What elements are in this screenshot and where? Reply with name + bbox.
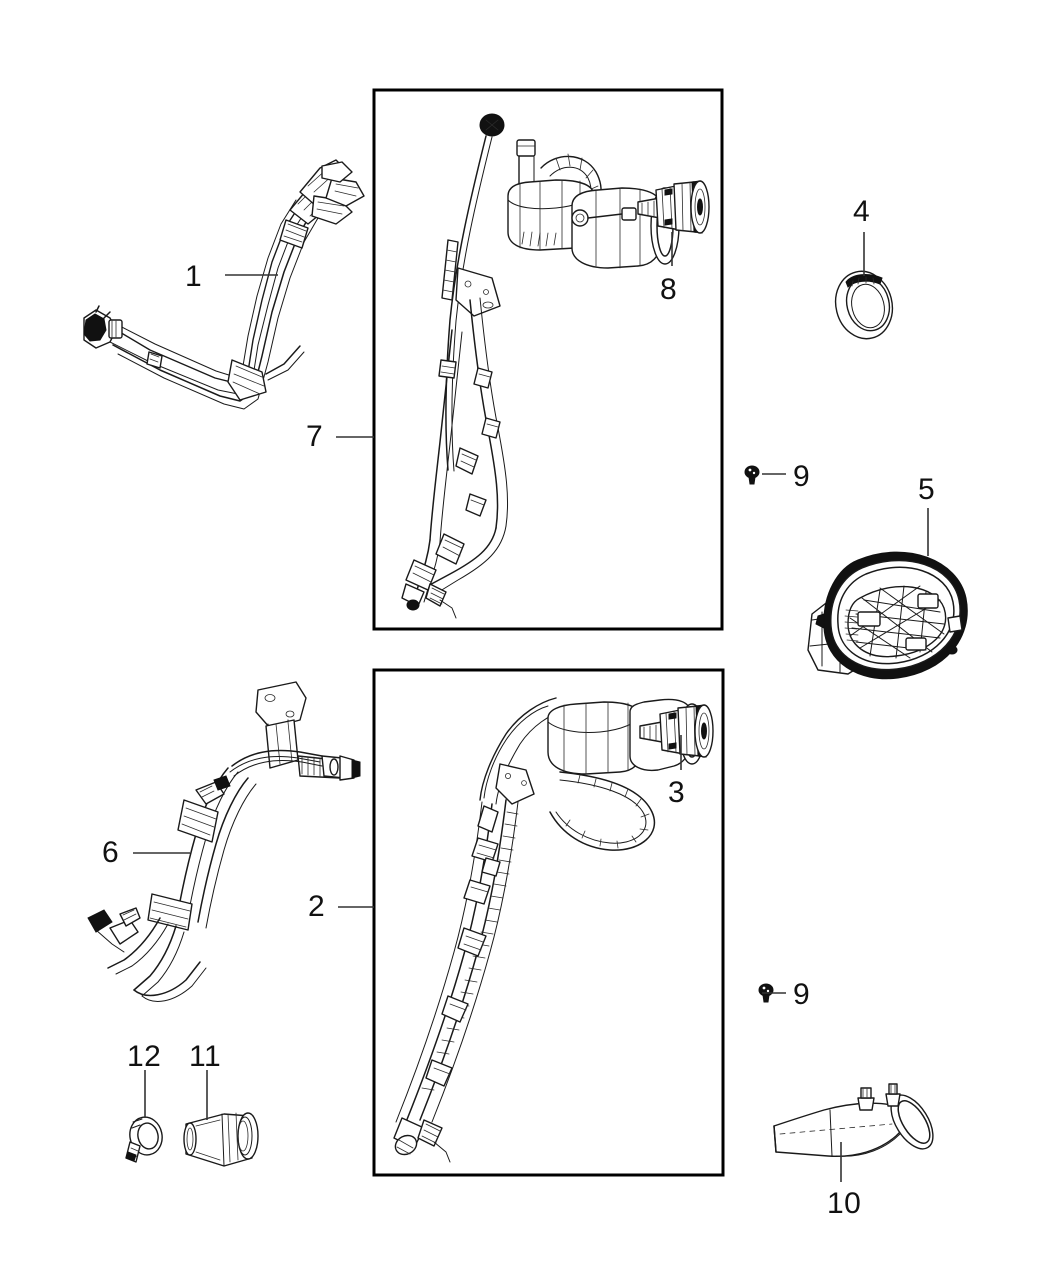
callout-leader-lines: [133, 232, 929, 1182]
part-screw-upper: [744, 465, 760, 485]
callout-number-9-upper: 9: [793, 460, 811, 493]
callout-number-3: 3: [668, 776, 686, 809]
upper-assembly-box: [372, 88, 724, 631]
mounting-bracket-lower: [495, 763, 535, 805]
callout-number-4: 4: [853, 195, 871, 228]
callout-number-12: 12: [127, 1040, 162, 1073]
callout-number-7: 7: [306, 420, 324, 453]
part-fuel-filter-regulator-upper: [637, 180, 710, 234]
part-fuel-vapor-line-lower: [87, 681, 361, 1002]
hose-clip: [455, 447, 479, 475]
callout-number-9-lower: 9: [793, 978, 811, 1011]
callout-number-5: 5: [918, 473, 936, 506]
part-fuel-filter-regulator-lower: [639, 704, 714, 758]
callout-number-2: 2: [308, 890, 326, 923]
part-fuel-pump-module-upper: [401, 113, 680, 619]
callout-number-6: 6: [102, 836, 120, 869]
lower-assembly-box: [372, 668, 725, 1177]
callout-number-11: 11: [189, 1040, 222, 1073]
mounting-bracket: [455, 267, 501, 317]
callout-number-8: 8: [660, 273, 678, 306]
line-retainer-lower: [147, 893, 193, 931]
callout-number-10: 10: [827, 1187, 862, 1220]
mid-retainer: [227, 359, 267, 401]
connector-fanout-right: [279, 159, 365, 249]
vapor-line-bracket: [255, 681, 307, 729]
part-fuel-filler-door: [807, 551, 968, 680]
part-hose-clamp: [125, 1116, 163, 1163]
part-fuel-tank-seal-ring: [834, 270, 894, 340]
part-fuel-filler-neck-tube: [773, 1083, 934, 1158]
part-fuel-vapor-line-upper: [83, 159, 365, 410]
part-fuel-pump-module-lower: [393, 697, 705, 1163]
part-screw-lower: [758, 983, 774, 1003]
callout-number-1: 1: [185, 260, 203, 293]
part-filler-hose: [183, 1112, 259, 1167]
